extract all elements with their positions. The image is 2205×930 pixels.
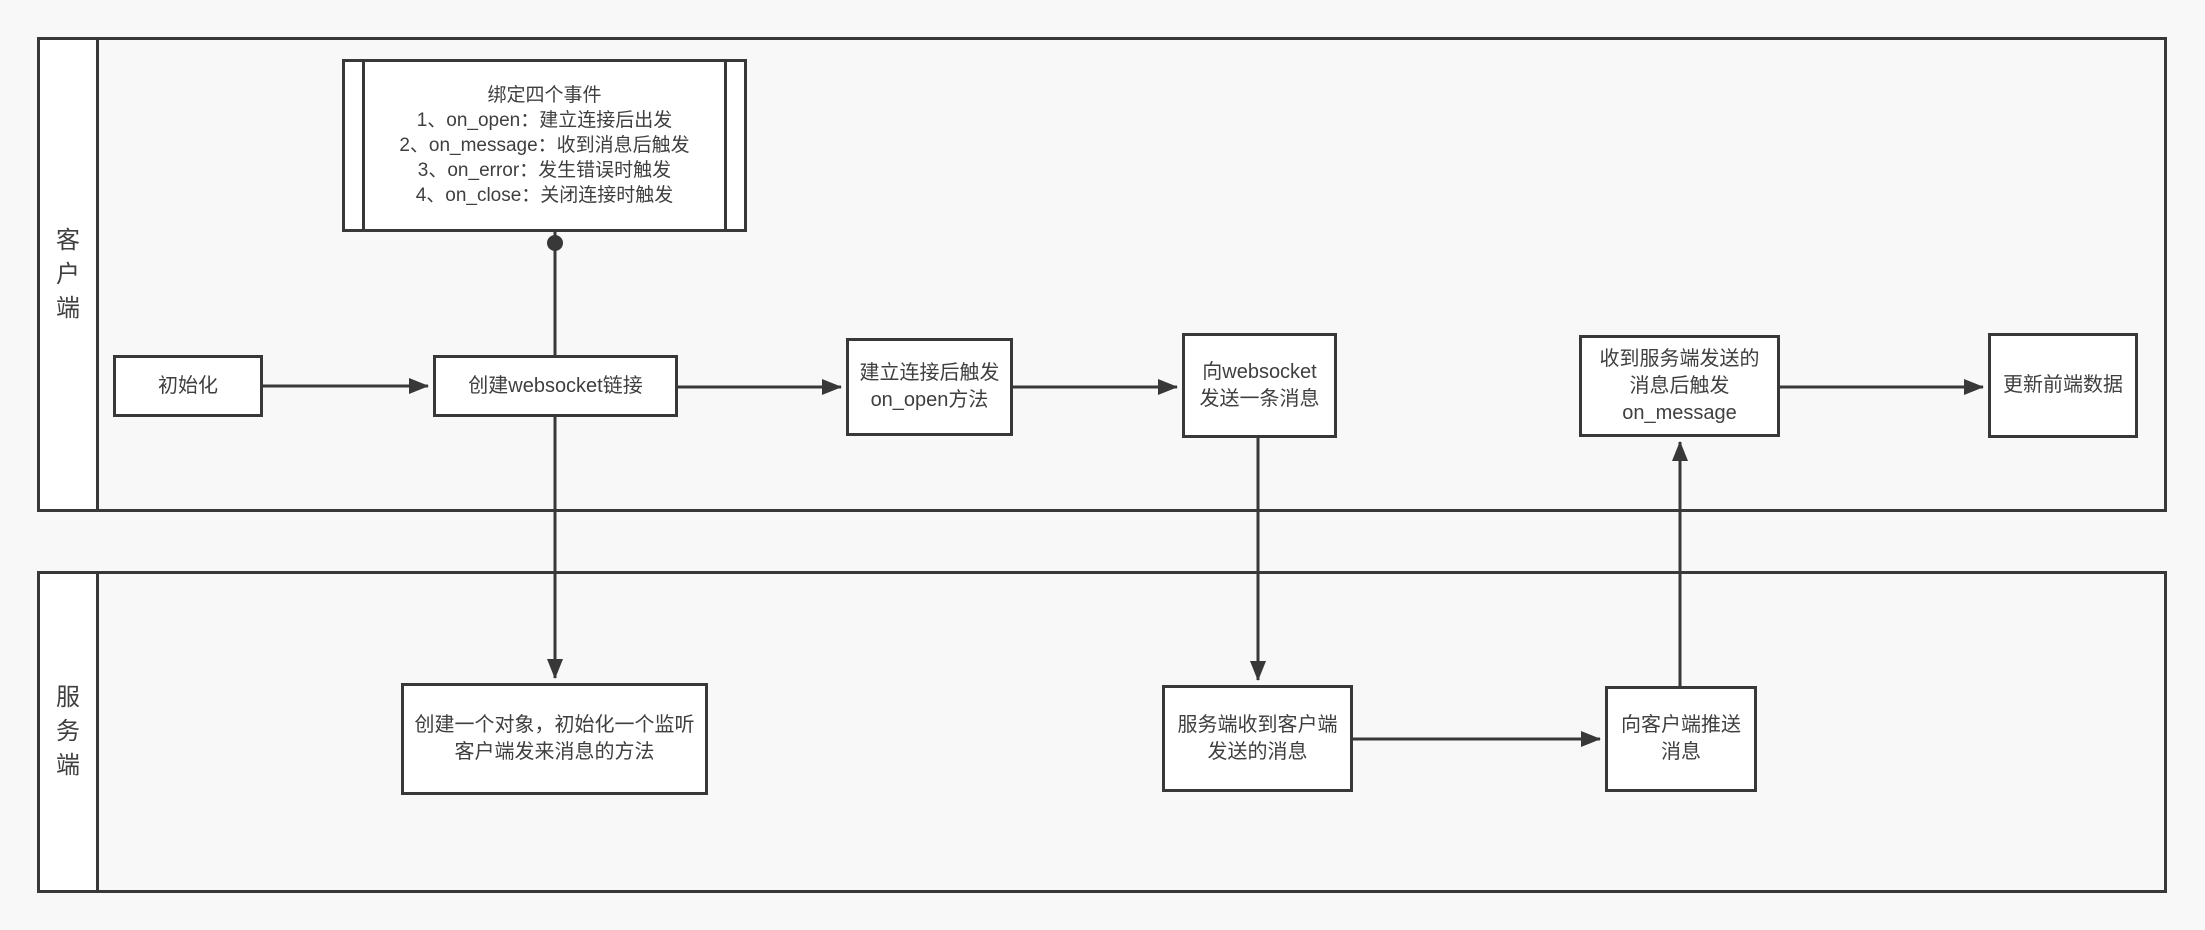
node-init-label: 初始化 [158, 374, 218, 397]
swimlane-client: 客 户 端 [37, 37, 2167, 512]
node-server-push-message: 向客户端推送 消息 [1605, 686, 1757, 792]
node-on-message-trigger-label: 收到服务端发送的 消息后触发 on_message [1599, 347, 1760, 424]
node-update-frontend-label: 更新前端数据 [2003, 374, 2123, 396]
note-inner-bar-right [724, 62, 727, 229]
node-send-message-label: 向websocket 发送一条消息 [1199, 360, 1320, 410]
node-create-websocket-label: 创建websocket链接 [468, 374, 643, 397]
node-on-open-trigger-label: 建立连接后触发 on_open方法 [859, 362, 1000, 411]
node-server-receive-message-label: 服务端收到客户端 发送的消息 [1177, 713, 1338, 763]
note-item-3: 3、on_error：发生错误时触发 [417, 160, 672, 181]
node-server-push-message-label: 向客户端推送 消息 [1621, 714, 1741, 763]
note-title: 绑定四个事件 [487, 85, 602, 106]
node-server-create-listener-label: 创建一个对象，初始化一个监听 客户端发来消息的方法 [414, 714, 695, 763]
node-server-create-listener: 创建一个对象，初始化一个监听 客户端发来消息的方法 [401, 683, 708, 795]
swimlane-server: 服 务 端 [37, 571, 2167, 893]
swimlane-server-header: 服 务 端 [40, 574, 99, 890]
note-inner-bar-left [362, 62, 365, 229]
note-item-4: 4、on_close：关闭连接时触发 [415, 185, 674, 206]
node-on-message-trigger: 收到服务端发送的 消息后触发 on_message [1579, 335, 1780, 437]
swimlane-server-label: 服 务 端 [56, 684, 80, 779]
swimlane-client-header: 客 户 端 [40, 40, 99, 509]
note-bind-events: 绑定四个事件 1、on_open：建立连接后出发 2、on_message：收到… [342, 59, 747, 232]
node-on-open-trigger: 建立连接后触发 on_open方法 [846, 338, 1013, 436]
swimlane-client-label: 客 户 端 [56, 226, 80, 322]
node-send-message: 向websocket 发送一条消息 [1182, 333, 1337, 438]
note-item-1: 1、on_open：建立连接后出发 [416, 110, 673, 131]
node-update-frontend: 更新前端数据 [1988, 333, 2138, 438]
node-server-receive-message: 服务端收到客户端 发送的消息 [1162, 685, 1353, 792]
note-item-2: 2、on_message：收到消息后触发 [399, 135, 690, 156]
note-content: 绑定四个事件 1、on_open：建立连接后出发 2、on_message：收到… [399, 83, 689, 208]
node-create-websocket: 创建websocket链接 [433, 355, 678, 417]
node-init: 初始化 [113, 355, 263, 417]
